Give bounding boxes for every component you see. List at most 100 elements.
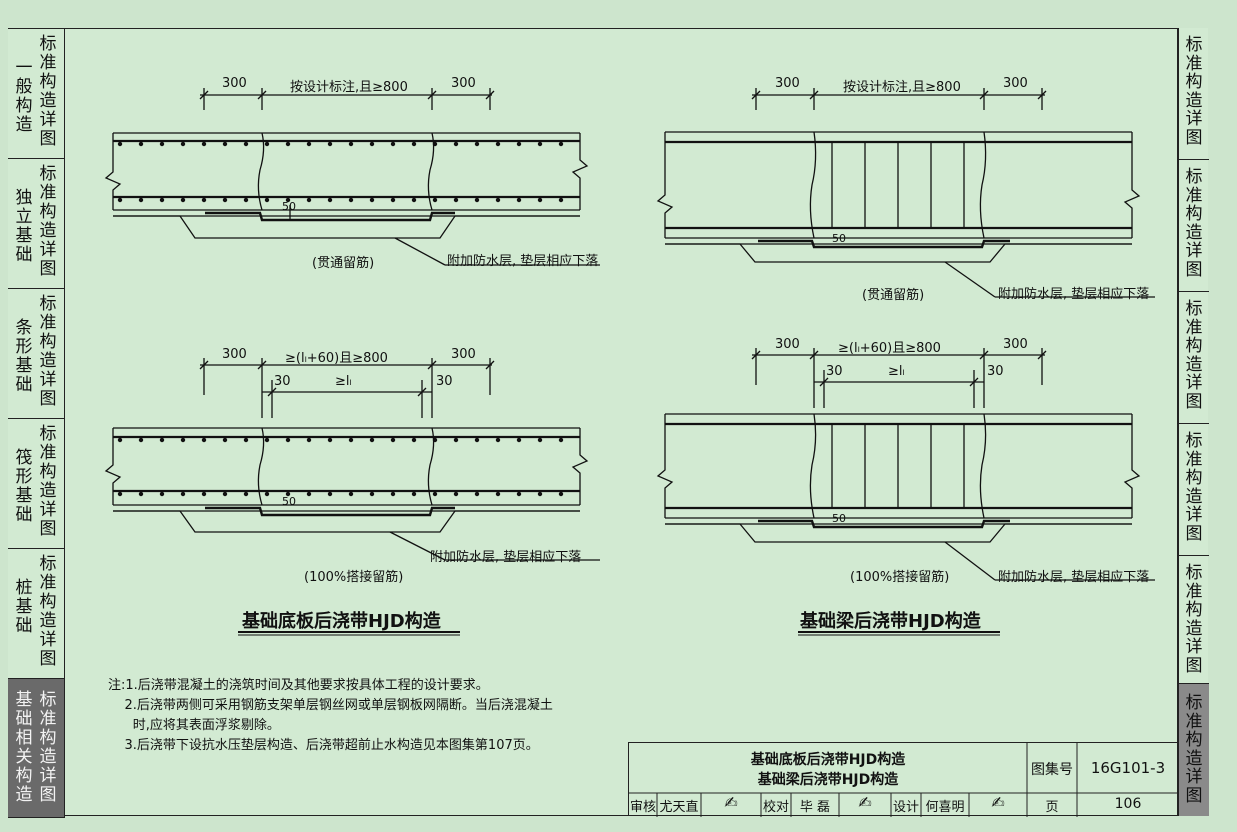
rebar-dot — [411, 437, 417, 443]
right-tab-active[interactable]: 标准构造详图 — [1179, 684, 1209, 816]
tab-sublabel: 标准构造详图 — [39, 424, 57, 539]
label-waterproof: 附加防水层, 垫层相应下落 — [430, 550, 582, 565]
right-tab[interactable]: 标准构造详图 — [1179, 556, 1209, 684]
rebar-dot — [537, 141, 543, 147]
tab-isolated-foundation[interactable]: 独立基础 标准构造详图 — [8, 159, 64, 289]
rebar-dot — [558, 141, 564, 147]
rebar-dot — [432, 437, 438, 443]
dim-300: 300 — [451, 76, 476, 91]
tb-review-label: 审核 — [629, 800, 656, 815]
rebar-dot — [180, 437, 186, 443]
tab-strip-foundation[interactable]: 条形基础 标准构造详图 — [8, 289, 64, 419]
rebar-dot — [264, 141, 270, 147]
rebar-dot — [201, 197, 207, 203]
rebar-dot — [390, 437, 396, 443]
rebar-dot — [264, 437, 270, 443]
rebar-dot — [306, 197, 312, 203]
right-tab-label: 标准构造详图 — [1185, 299, 1203, 412]
tab-label: 基础相关构造 — [15, 690, 33, 805]
dim-300: 300 — [1003, 76, 1028, 91]
rebar-dot — [117, 141, 123, 147]
right-tab[interactable]: 标准构造详图 — [1179, 292, 1209, 424]
beam-detail-through — [656, 88, 1155, 298]
note-line: 2.后浇带两侧可采用钢筋支架单层钢丝网或单层钢板网隔断。当后浇混凝土 — [108, 698, 553, 713]
tab-general[interactable]: 一般构造 标准构造详图 — [8, 29, 64, 159]
rebar-dot — [117, 197, 123, 203]
dim-50: 50 — [282, 200, 296, 213]
rebar-dot — [201, 141, 207, 147]
label-through-rebar: (贯通留筋) — [862, 288, 925, 303]
dim-30: 30 — [987, 364, 1004, 379]
rebar-dot — [537, 491, 543, 497]
rebar-dot — [243, 197, 249, 203]
rebar-dot — [474, 141, 480, 147]
tab-label: 独立基础 — [15, 188, 33, 265]
rebar-dot — [243, 437, 249, 443]
tab-pile-foundation[interactable]: 桩基础 标准构造详图 — [8, 549, 64, 679]
dim-30: 30 — [436, 374, 453, 389]
rebar-dot — [285, 491, 291, 497]
rebar-dot — [474, 197, 480, 203]
rebar-dot — [411, 491, 417, 497]
dim-300: 300 — [451, 347, 476, 362]
rebar-dot — [306, 141, 312, 147]
dim-ll: ≥lₗ — [888, 364, 905, 379]
tb-design-label: 设计 — [892, 800, 919, 815]
rebar-dot — [390, 197, 396, 203]
rebar-dot — [327, 141, 333, 147]
rebar-dot — [474, 491, 480, 497]
rebar-dot — [348, 491, 354, 497]
right-tab[interactable]: 标准构造详图 — [1179, 160, 1209, 292]
rebar-dot — [369, 491, 375, 497]
rebar-dot — [558, 491, 564, 497]
tab-related-construction[interactable]: 基础相关构造 标准构造详图 — [8, 679, 64, 817]
drawing-sheet — [8, 28, 1208, 816]
tab-sublabel: 标准构造详图 — [39, 690, 57, 805]
rebar-dot — [453, 437, 459, 443]
right-tab-label: 标准构造详图 — [1185, 431, 1203, 544]
designer-signature: ✍ — [991, 793, 1005, 812]
dim-lap: ≥(lₗ+60)且≥800 — [838, 341, 941, 356]
tb-title1: 基础底板后浇带HJD构造 — [750, 752, 906, 768]
dim-design: 按设计标注,且≥800 — [843, 80, 961, 95]
title-block: 基础底板后浇带HJD构造 基础梁后浇带HJD构造 图集号 16G101-3 审核… — [628, 742, 1179, 817]
rebar-dot — [159, 437, 165, 443]
label-through-rebar: (贯通留筋) — [312, 256, 375, 271]
tb-atlas-no: 16G101-3 — [1090, 759, 1166, 777]
rebar-dot — [369, 437, 375, 443]
rebar-dot — [453, 197, 459, 203]
dim-300: 300 — [775, 337, 800, 352]
dim-ll: ≥lₗ — [335, 374, 352, 389]
rebar-dot — [348, 197, 354, 203]
rebar-dot — [411, 141, 417, 147]
rebar-dot — [201, 491, 207, 497]
right-tab[interactable]: 标准构造详图 — [1179, 424, 1209, 556]
tab-raft-foundation[interactable]: 筏形基础 标准构造详图 — [8, 419, 64, 549]
tb-checker: 毕 磊 — [799, 800, 831, 815]
rebar-dot — [453, 141, 459, 147]
slab-detail-lap — [104, 358, 600, 561]
rebar-dot — [222, 491, 228, 497]
slab-detail-through — [104, 88, 600, 266]
tab-sublabel: 标准构造详图 — [39, 164, 57, 279]
rebar-dot — [474, 437, 480, 443]
tab-label: 筏形基础 — [15, 448, 33, 525]
dim-50: 50 — [282, 495, 296, 508]
right-tab-label: 标准构造详图 — [1185, 167, 1203, 280]
rebar-dot — [495, 437, 501, 443]
right-tab-label: 标准构造详图 — [1185, 563, 1203, 676]
beam-detail-lap — [656, 348, 1155, 581]
right-category-tabs: 标准构造详图 标准构造详图 标准构造详图 标准构造详图 标准构造详图 标准构造详… — [1178, 28, 1209, 816]
rebar-dot — [348, 141, 354, 147]
rebar-dot — [348, 437, 354, 443]
right-tab[interactable]: 标准构造详图 — [1179, 28, 1209, 160]
dim-30: 30 — [826, 364, 843, 379]
rebar-dot — [159, 141, 165, 147]
tb-page-no: 106 — [1114, 796, 1142, 812]
rebar-dot — [369, 141, 375, 147]
rebar-dot — [285, 437, 291, 443]
left-category-tabs: 一般构造 标准构造详图 独立基础 标准构造详图 条形基础 标准构造详图 筏形基础… — [8, 28, 65, 818]
right-tab-label: 标准构造详图 — [1185, 693, 1203, 806]
dim-50: 50 — [832, 232, 846, 245]
